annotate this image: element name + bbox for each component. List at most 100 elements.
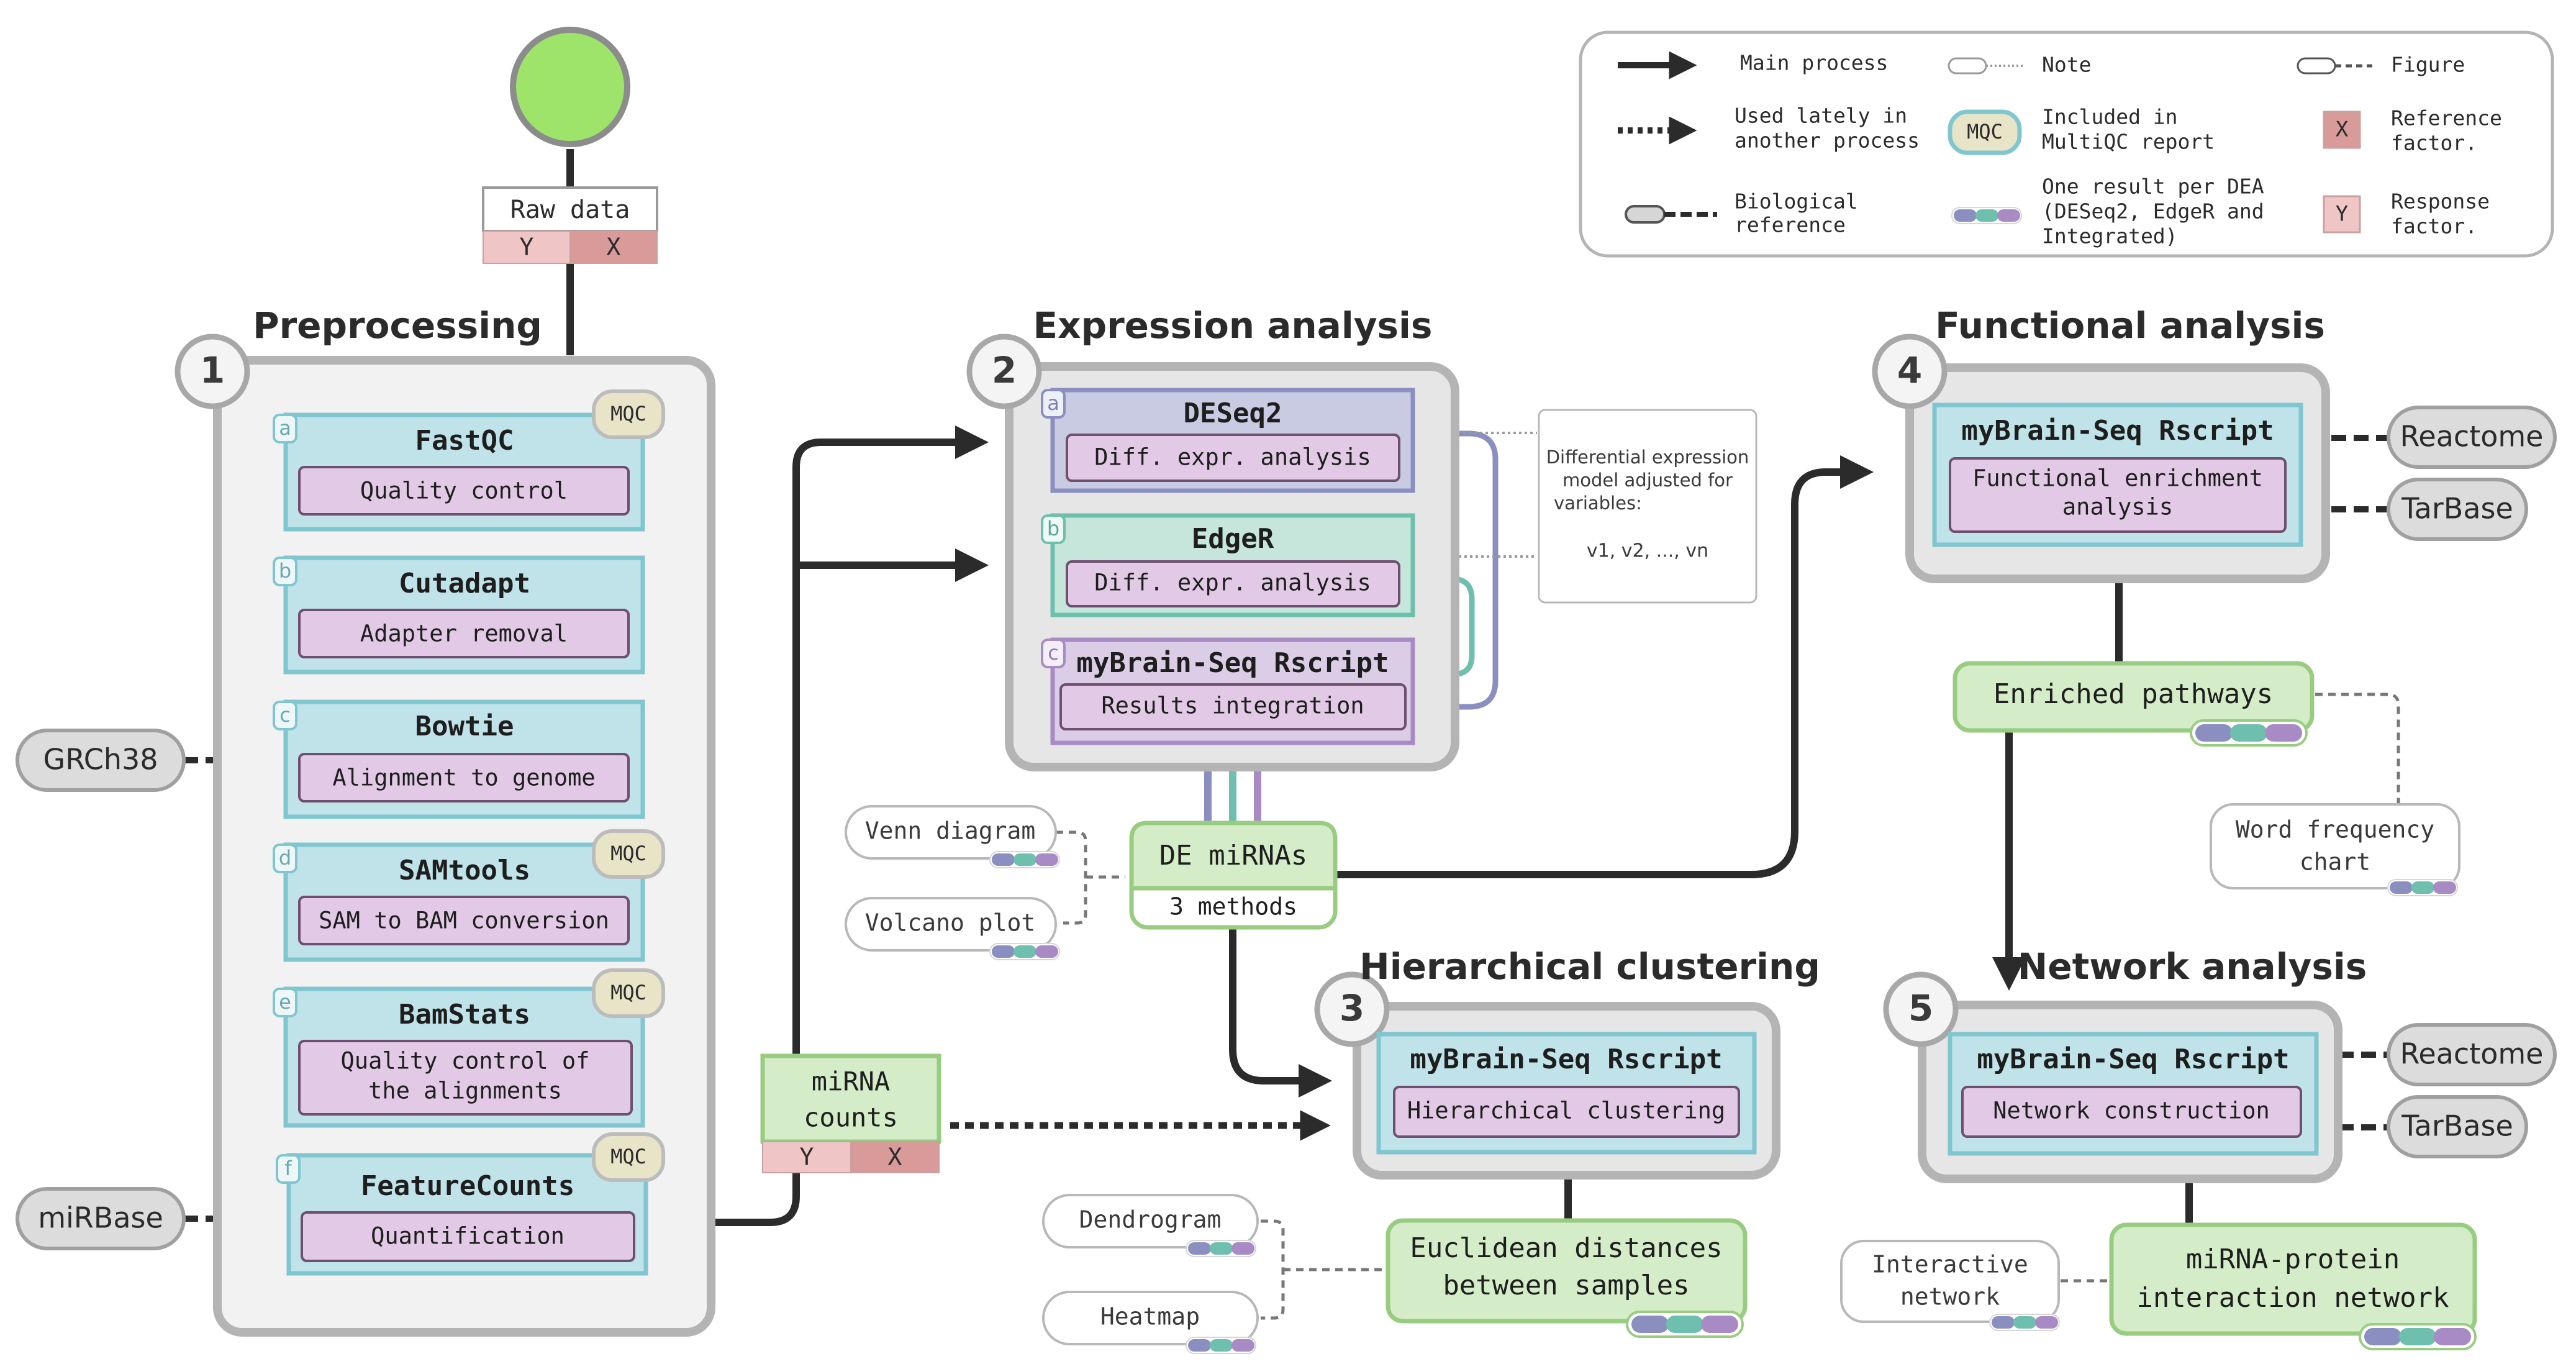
mqc-label: MQC: [610, 402, 646, 425]
interaction-line2: interaction network: [2136, 1282, 2449, 1314]
legend-one-result-3: Integrated): [2042, 224, 2178, 248]
step-cutadapt: b Cutadapt Adapter removal: [273, 555, 645, 675]
svg-text:TarBase: TarBase: [2401, 1109, 2513, 1143]
de-mirnas-box: DE miRNAs 3 methods: [1129, 821, 1338, 930]
figure-line1: Interactive: [1872, 1251, 2028, 1278]
figure-line2: network: [1900, 1283, 2000, 1311]
expression-note: Differential expression model adjusted f…: [1538, 409, 1757, 604]
network-script: myBrain-Seq Rscript: [1977, 1043, 2289, 1075]
network-desc: Network construction: [1993, 1098, 2270, 1124]
svg-text:miRBase: miRBase: [38, 1201, 163, 1235]
section-number-badge: [1314, 971, 1390, 1047]
legend-used-lately-1: Used lately in: [1735, 104, 1907, 128]
enriched-pathways-label: Enriched pathways: [1993, 678, 2273, 710]
step-letter: f: [284, 1157, 292, 1180]
mirna-counts-x: X: [888, 1143, 902, 1171]
integration-title: myBrain-Seq Rscript: [1076, 647, 1389, 679]
step-letter: b: [1047, 517, 1059, 540]
legend-included-1: Included in: [2042, 105, 2178, 129]
legend-ref-factor-box: [2323, 111, 2361, 149]
mqc-badge: [592, 1132, 665, 1182]
functional-script: myBrain-Seq Rscript: [1961, 415, 2274, 447]
legend-bio-ref-shape: [1625, 205, 1666, 224]
triple-pill: [1186, 1240, 1256, 1257]
expression-number: 2: [992, 349, 1017, 391]
legend-figure: Figure: [2391, 53, 2465, 77]
step-featurecounts: f FeatureCounts Quantification MQC: [276, 1132, 665, 1276]
step-letter: c: [1048, 641, 1059, 665]
raw-data-y: Y: [520, 234, 534, 261]
euclidean-line2: between samples: [1443, 1270, 1689, 1301]
legend-figure-shape: [2297, 57, 2336, 75]
svg-text:TarBase: TarBase: [2401, 492, 2513, 525]
edger-desc: Diff. expr. analysis: [1094, 570, 1371, 596]
legend-mqc-badge: [1948, 109, 2022, 155]
figure-word-frequency: Word frequency chart: [2210, 803, 2460, 896]
step-title: Bowtie: [415, 711, 514, 742]
ref-tarbase-functional: TarBase: [2387, 478, 2528, 541]
legend-resp-factor-box: [2323, 195, 2361, 234]
deseq2-desc: Diff. expr. analysis: [1094, 444, 1371, 471]
mirna-counts-line2: counts: [804, 1103, 898, 1133]
step-bowtie: c Bowtie Alignment to genome: [273, 699, 645, 819]
step-title: FeatureCounts: [361, 1170, 574, 1202]
step-letter: a: [279, 416, 291, 440]
functional-section: 4 Functional analysis myBrain-Seq Rscrip…: [1872, 304, 2330, 583]
legend-note-shape: [1948, 57, 1987, 75]
step-desc: Adapter removal: [360, 621, 568, 647]
integration-box: c myBrain-Seq Rscript Results integratio…: [1041, 637, 1415, 745]
functional-title: Functional analysis: [1935, 304, 2325, 347]
legend-included-2: MultiQC report: [2042, 130, 2215, 154]
figure-volcano: Volcano plot: [845, 897, 1060, 960]
svg-text:Reactome: Reactome: [2400, 1037, 2544, 1071]
de-mirnas-title: DE miRNAs: [1159, 840, 1307, 871]
svg-text:Dendrogram: Dendrogram: [1079, 1206, 1222, 1234]
functional-desc-line1: Functional enrichment: [1972, 465, 2263, 492]
edger-box: b EdgeR Diff. expr. analysis: [1041, 513, 1415, 617]
step-samtools: d SAMtools SAM to BAM conversion MQC: [273, 829, 665, 962]
mqc-label: MQC: [610, 842, 646, 865]
clustering-number: 3: [1340, 987, 1364, 1029]
network-title: Network analysis: [2018, 945, 2367, 988]
triple-pill: [2387, 879, 2458, 896]
step-letter: b: [279, 559, 291, 583]
step-title: SAMtools: [399, 855, 530, 886]
legend-main-process: Main process: [1740, 51, 1888, 75]
step-title: FastQC: [415, 425, 514, 457]
legend-triple-pill: [1951, 207, 2022, 224]
svg-text:GRCh38: GRCh38: [43, 743, 158, 776]
triple-pill: [989, 851, 1060, 868]
functional-desc-line2: analysis: [2062, 494, 2173, 521]
figure-venn: Venn diagram: [845, 805, 1060, 868]
legend-note: Note: [2042, 53, 2091, 77]
integration-desc: Results integration: [1101, 693, 1364, 719]
ref-reactome-functional: Reactome: [2387, 406, 2557, 469]
expression-section: 2 Expression analysis a DESeq2 Diff. exp…: [966, 304, 1459, 771]
interaction-line1: miRNA-protein: [2186, 1244, 2400, 1275]
preprocessing-title: Preprocessing: [253, 304, 542, 347]
functional-number: 4: [1897, 349, 1922, 391]
euclidean-box: Euclidean distances between samples: [1386, 1218, 1748, 1338]
triple-pill: [1186, 1337, 1256, 1354]
step-desc: Alignment to genome: [332, 765, 595, 791]
step-desc: SAM to BAM conversion: [319, 907, 609, 934]
mqc-badge: [592, 389, 665, 439]
legend-resp-factor-letter: Y: [2336, 202, 2348, 227]
network-number: 5: [1908, 987, 1933, 1029]
svg-text:Volcano plot: Volcano plot: [865, 909, 1036, 937]
svg-text:Reactome: Reactome: [2400, 420, 2544, 453]
legend-bio-ref-1: Biological: [1735, 189, 1858, 214]
preprocessing-number: 1: [200, 349, 225, 391]
legend-one-result-2: (DESeq2, EdgeR and: [2042, 199, 2264, 224]
ref-tarbase-network: TarBase: [2387, 1095, 2528, 1158]
triple-pill: [989, 943, 1060, 960]
section-number-badge: [1883, 971, 1959, 1047]
legend-mqc-label: MQC: [1967, 120, 2003, 143]
raw-data-label: Raw data: [510, 196, 630, 224]
step-title: BamStats: [399, 999, 530, 1030]
step-bamstats: e BamStats Quality control of the alignm…: [273, 968, 665, 1128]
mqc-badge: [592, 829, 665, 879]
step-desc: Quantification: [371, 1223, 565, 1250]
raw-data-box: Raw data Y X: [482, 186, 658, 264]
